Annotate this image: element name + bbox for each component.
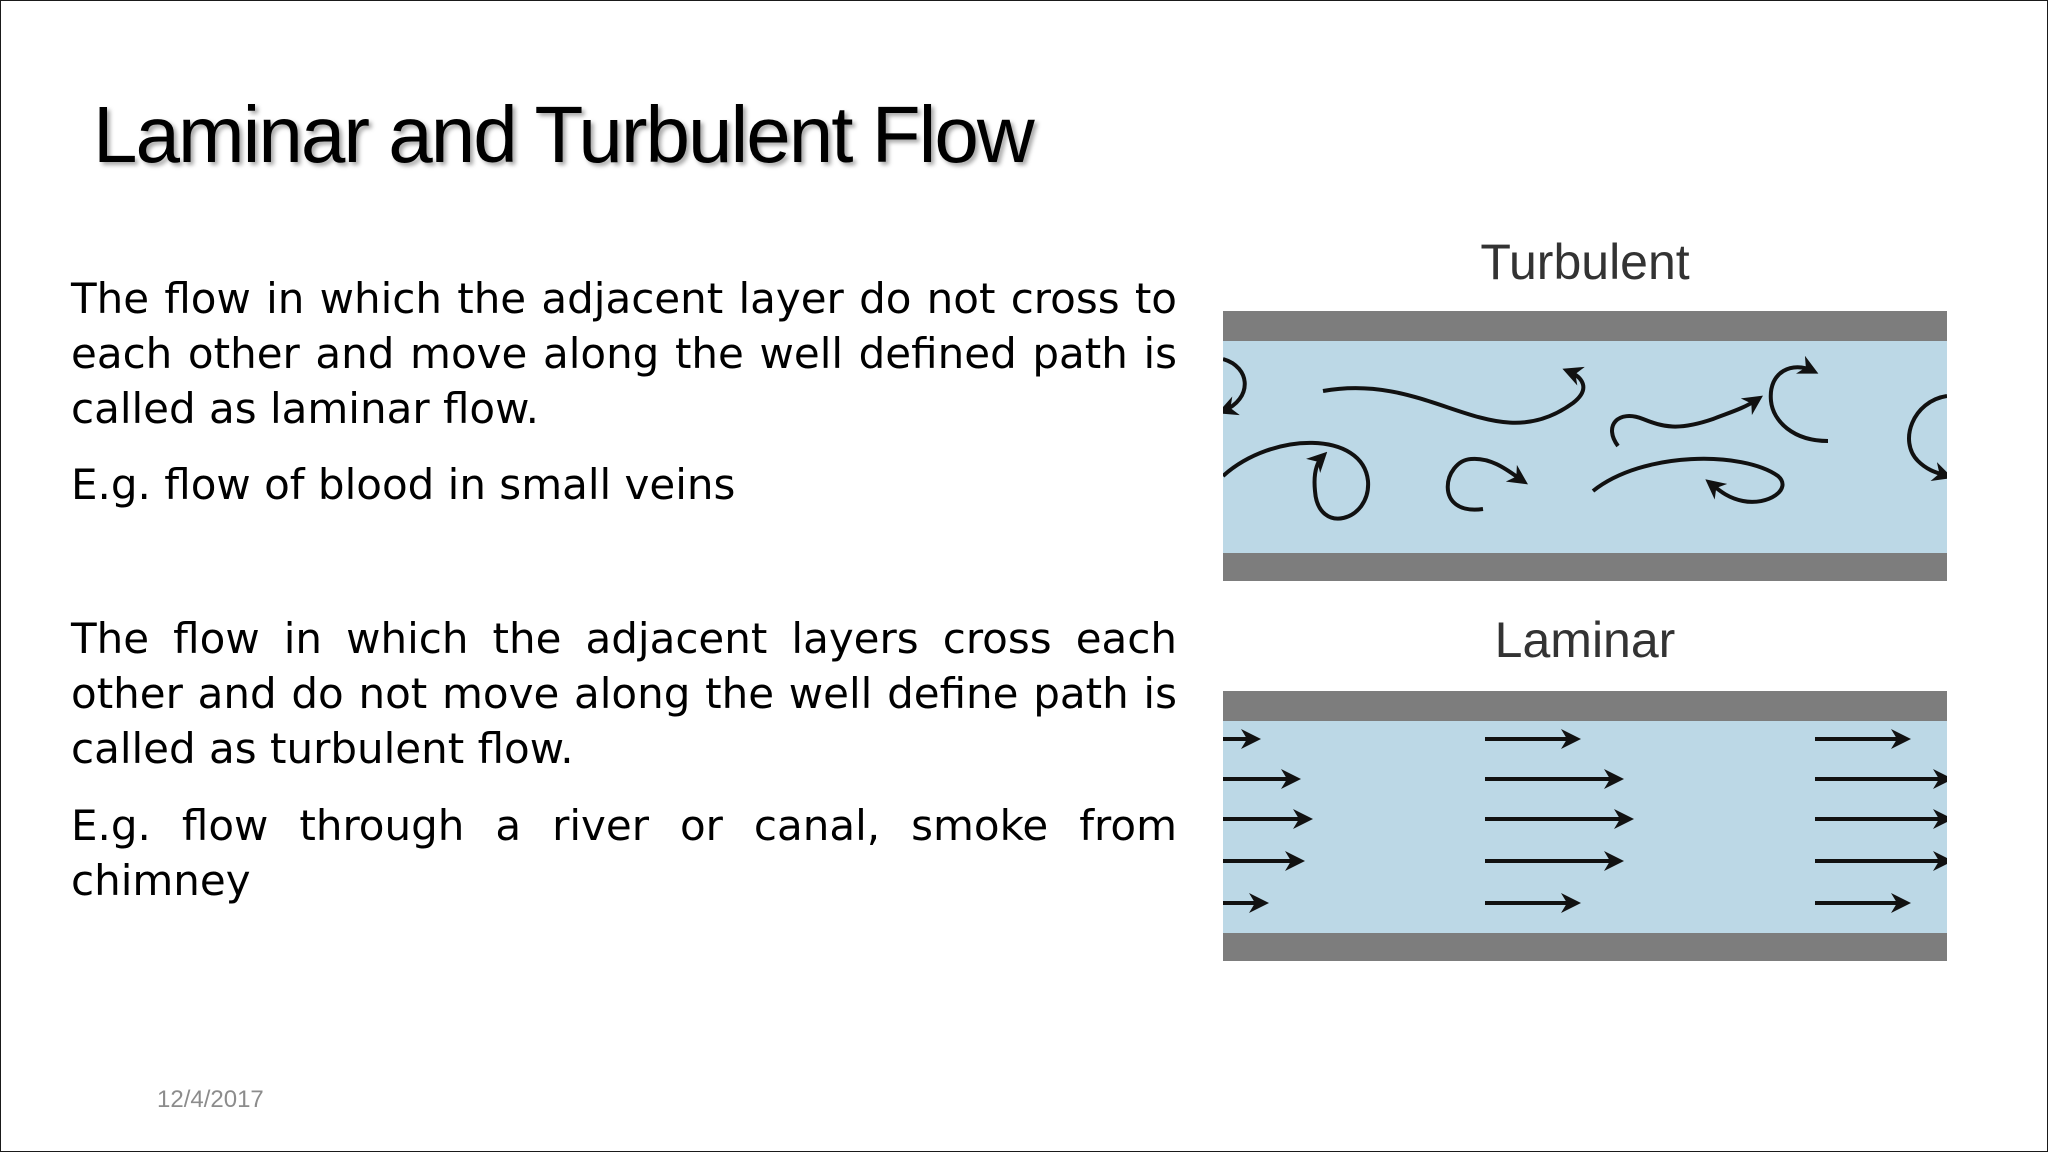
turbulent-definition: The flow in which the adjacent layers cr…	[71, 611, 1177, 776]
laminar-label: Laminar	[1494, 612, 1676, 668]
laminar-example: E.g. flow of blood in small veins	[71, 457, 1177, 512]
paragraph-turbulent-example: E.g. flow through a river or canal, smok…	[71, 801, 1177, 905]
turbulent-example: E.g. flow through a river or canal, smok…	[71, 798, 1177, 908]
laminar-pipe	[1223, 691, 1947, 961]
laminar-definition: The flow in which the adjacent layer do …	[71, 271, 1177, 436]
slide-date: 12/4/2017	[157, 1086, 264, 1113]
paragraph-turbulent: The flow in which the adjacent layers cr…	[71, 614, 1177, 773]
paragraph-laminar-example: E.g. flow of blood in small veins	[71, 460, 736, 509]
flow-figure: Turbulent Laminar	[1223, 229, 1947, 967]
turbulent-label: Turbulent	[1480, 234, 1690, 290]
slide-title: Laminar and Turbulent Flow	[93, 90, 1035, 179]
paragraph-laminar: The flow in which the adjacent layer do …	[71, 274, 1177, 433]
turbulent-pipe	[1223, 311, 1947, 581]
